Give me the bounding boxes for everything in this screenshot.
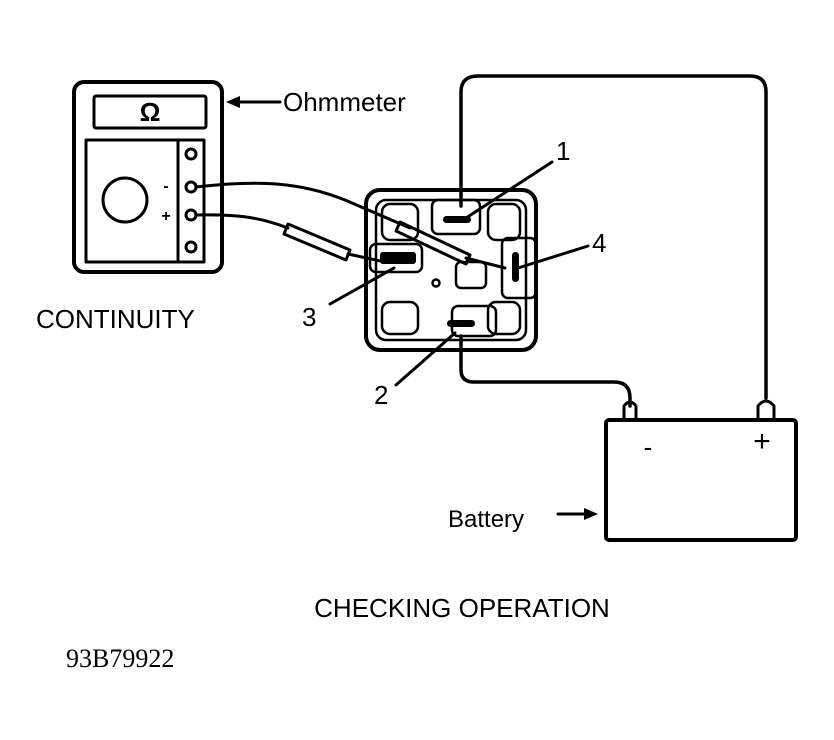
relay: [364, 188, 538, 352]
minus-terminal-label: -: [163, 178, 168, 195]
negative-wire: [459, 334, 632, 408]
ohm-symbol-icon: Ω: [140, 97, 161, 127]
callout-line-4: [516, 244, 590, 270]
terminal-3-label: 3: [302, 302, 316, 332]
terminal-1-label: 1: [556, 136, 570, 166]
minus-lead-probe: [394, 220, 472, 266]
relay-pocket-bl: [380, 300, 420, 336]
meter-jack-4: [184, 240, 198, 254]
terminal-4-socket: [500, 236, 538, 300]
plus-terminal-label: +: [161, 208, 170, 225]
battery-label: Battery: [448, 506, 524, 533]
ohmmeter-panel: [84, 138, 206, 264]
battery-arrow-icon: [584, 508, 598, 520]
relay-center-hole: [431, 278, 441, 288]
positive-wire: [459, 74, 768, 400]
ohmmeter-label: Ohmmeter: [283, 87, 406, 117]
terminal-callouts: 1 2 3 4: [302, 136, 606, 410]
ohmmeter-body: [72, 80, 224, 274]
figure-id: 93B79922: [66, 644, 174, 673]
relay-pocket-tl: [380, 202, 420, 242]
callout-line-2: [394, 331, 457, 387]
relay-pocket-br: [486, 300, 522, 336]
terminal-1-socket: [430, 198, 482, 236]
diagram-caption: CHECKING OPERATION: [314, 593, 610, 623]
meter-jack-1: [184, 147, 198, 161]
battery: - +: [604, 399, 798, 542]
battery-case: [604, 418, 798, 542]
positive-post: [756, 399, 776, 420]
test-leads: [194, 181, 507, 270]
battery-callout: Battery: [448, 506, 598, 533]
battery-wires: [459, 74, 768, 408]
terminal-3-socket: [368, 242, 424, 274]
negative-post: [622, 400, 638, 420]
ohmmeter-callout: Ohmmeter: [226, 87, 406, 117]
terminal-1-blade: [443, 216, 471, 223]
plus-lead-probe: [282, 222, 352, 262]
relay-pocket-tr: [486, 202, 522, 242]
ohmmeter: Ω - +: [72, 80, 224, 274]
continuity-label: CONTINUITY: [36, 304, 195, 334]
ohmmeter-arrow-icon: [226, 96, 240, 108]
battery-negative-label: -: [644, 432, 653, 462]
terminal-4-label: 4: [592, 228, 606, 258]
minus-lead-wire: [194, 181, 412, 230]
terminal-3-blade: [380, 252, 416, 264]
selector-dial: [101, 176, 149, 224]
terminal-4-blade: [512, 252, 519, 282]
callout-line-1: [464, 160, 554, 220]
plus-lead-wire: [194, 213, 290, 230]
ohmmeter-display: [92, 94, 208, 130]
terminal-2-blade: [447, 320, 475, 327]
terminal-2-label: 2: [374, 380, 388, 410]
relay-center-block: [454, 260, 488, 290]
battery-positive-label: +: [753, 425, 771, 458]
callout-line-3: [328, 266, 396, 306]
